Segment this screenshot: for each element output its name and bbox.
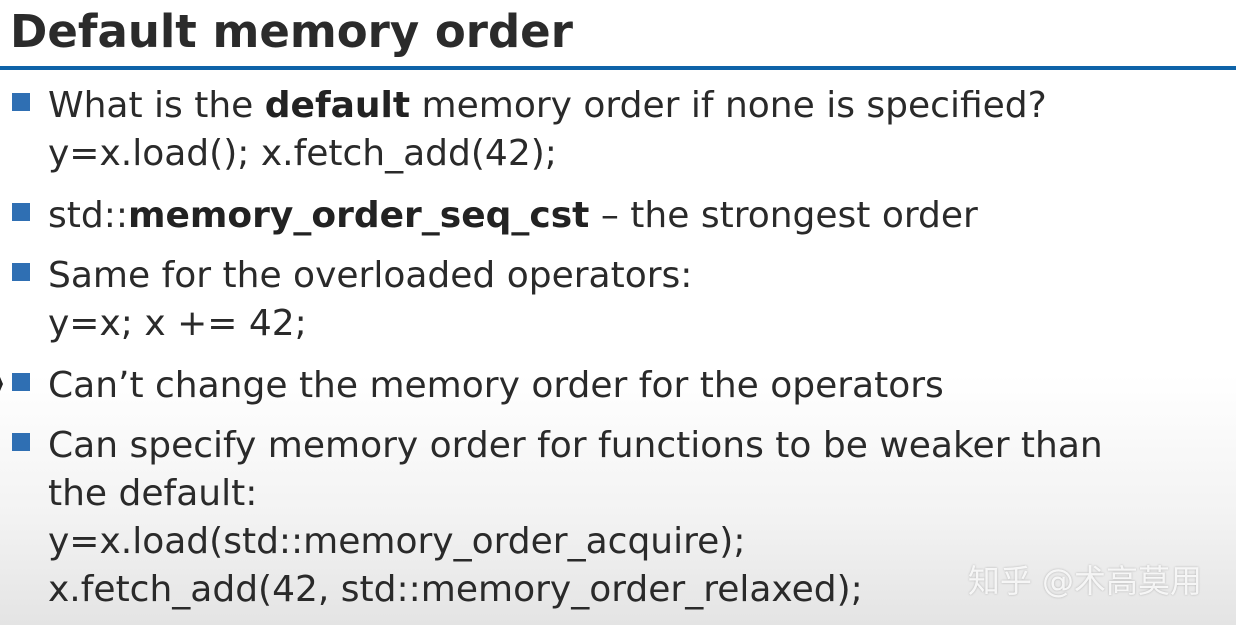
code-line: x.fetch_add(42, std::memory_order_relaxe… bbox=[48, 569, 863, 610]
bullet-marker bbox=[12, 373, 30, 391]
bullet-text: What is the default memory order if none… bbox=[48, 85, 1047, 126]
watermark: 知乎 @术高莫用 bbox=[967, 562, 1202, 600]
code-line: y=x.load(); x.fetch_add(42); bbox=[48, 133, 557, 174]
bullet-item-cant-change: Can’t change the memory order for the op… bbox=[12, 362, 944, 410]
slide-title: Default memory order bbox=[10, 5, 573, 58]
bullet-marker bbox=[12, 433, 30, 451]
bullet-text: Can specify memory order for functions t… bbox=[48, 425, 1103, 466]
bullet-text: Same for the overloaded operators: bbox=[48, 255, 693, 296]
code-line: y=x; x += 42; bbox=[48, 303, 307, 344]
bullet-item-default: What is the default memory order if none… bbox=[12, 82, 1047, 178]
bullet-marker bbox=[12, 263, 30, 281]
bullet-marker bbox=[12, 203, 30, 221]
bullet-item-seq-cst: std::memory_order_seq_cst – the stronges… bbox=[12, 192, 978, 240]
title-underline bbox=[0, 66, 1236, 70]
bullet-text-continued: the default: bbox=[48, 473, 258, 514]
bullet-item-operators: Same for the overloaded operators: y=x; … bbox=[12, 252, 693, 348]
bullet-text: std::memory_order_seq_cst – the stronges… bbox=[48, 195, 978, 236]
mouse-pointer-icon bbox=[0, 377, 3, 391]
bullet-item-weaker: Can specify memory order for functions t… bbox=[12, 422, 1103, 614]
code-line: y=x.load(std::memory_order_acquire); bbox=[48, 521, 746, 562]
bullet-marker bbox=[12, 93, 30, 111]
bullet-text: Can’t change the memory order for the op… bbox=[48, 365, 944, 406]
